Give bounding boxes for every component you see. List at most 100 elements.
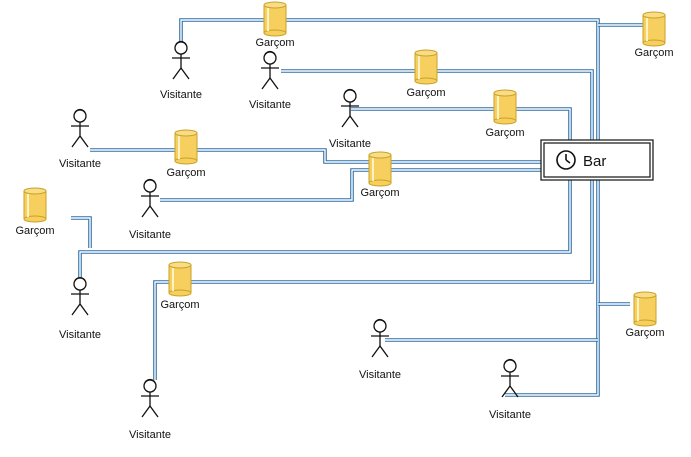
- visitor-node[interactable]: Visitante: [160, 40, 202, 102]
- waiter-top: [493, 89, 517, 97]
- waiter-node[interactable]: Garçom: [15, 187, 55, 237]
- waiter-node[interactable]: Garçom: [634, 11, 674, 59]
- visitor-hair: [74, 108, 86, 113]
- visitor-leg-right: [79, 135, 89, 148]
- waiter-top: [168, 261, 192, 269]
- waiter-top: [414, 49, 438, 57]
- visitor-leg-right: [149, 405, 159, 418]
- visitor-label: Visitante: [59, 329, 101, 341]
- visitor-hair: [74, 276, 86, 281]
- waiter-label: Garçom: [625, 327, 664, 339]
- waiter-top: [633, 291, 657, 299]
- visitor-node[interactable]: Visitante: [329, 88, 371, 151]
- connector-line: [351, 107, 572, 147]
- visitor-leg-left: [172, 67, 182, 80]
- visitor-leg-left: [71, 135, 81, 148]
- waiter-bottom: [642, 39, 666, 47]
- waiter-node[interactable]: Garçom: [485, 89, 525, 139]
- visitor-label: Visitante: [160, 89, 202, 101]
- waiter-label: Garçom: [406, 87, 445, 99]
- waiter-top: [23, 187, 47, 195]
- waiter-top: [174, 129, 198, 137]
- visitor-hair: [264, 50, 276, 55]
- connector-line: [71, 216, 92, 248]
- bar-node[interactable]: Bar: [540, 139, 654, 181]
- connector-line-inner: [79, 172, 571, 278]
- waiter-node[interactable]: Garçom: [360, 151, 400, 199]
- visitor-label: Visitante: [129, 229, 171, 241]
- connector-line-inner: [180, 19, 599, 396]
- connector-line-inner: [351, 108, 571, 146]
- visitor-leg-left: [371, 345, 381, 358]
- visitor-leg-right: [149, 205, 159, 218]
- waiter-label: Garçom: [255, 37, 294, 49]
- waiters: GarçomGarçomGarçomGarçomGarçomGarçomGarç…: [15, 1, 674, 339]
- waiter-bottom: [263, 29, 287, 37]
- connector-line: [153, 180, 594, 380]
- waiter-label: Garçom: [485, 127, 524, 139]
- waiter-label: Garçom: [360, 187, 399, 199]
- visitor-node[interactable]: Visitante: [59, 276, 101, 342]
- visitor-leg-right: [269, 77, 279, 90]
- visitor-hair: [374, 318, 386, 323]
- visitors: VisitanteVisitanteVisitanteVisitanteVisi…: [59, 40, 531, 442]
- waiter-bottom: [168, 289, 192, 297]
- connector-line-inner: [71, 217, 91, 248]
- visitor-node[interactable]: Visitante: [489, 358, 531, 422]
- visitor-leg-right: [79, 303, 89, 316]
- visitor-hair: [344, 88, 356, 93]
- visitor-hair: [175, 40, 187, 45]
- visitor-node[interactable]: Visitante: [129, 378, 171, 442]
- visitor-leg-left: [261, 77, 271, 90]
- visitor-label: Visitante: [489, 409, 531, 421]
- visitor-label: Visitante: [359, 369, 401, 381]
- bar-label: Bar: [583, 153, 606, 170]
- visitor-leg-left: [141, 405, 151, 418]
- connector-line-inner: [160, 169, 541, 201]
- visitor-label: Visitante: [249, 99, 291, 111]
- waiter-top: [263, 1, 287, 9]
- visitor-label: Visitante: [329, 138, 371, 150]
- waiter-bottom: [633, 319, 657, 327]
- visitor-leg-right: [349, 115, 359, 128]
- visitor-leg-left: [501, 385, 511, 398]
- connector-line-inner: [90, 149, 541, 163]
- visitor-node[interactable]: Visitante: [59, 108, 101, 171]
- visitor-hair: [144, 378, 156, 383]
- waiter-node[interactable]: Garçom: [406, 49, 446, 99]
- visitor-node[interactable]: Visitante: [249, 50, 291, 112]
- waiter-bottom: [23, 215, 47, 223]
- clock-icon: [556, 150, 576, 170]
- visitor-label: Visitante: [59, 158, 101, 170]
- waiter-node[interactable]: Garçom: [625, 291, 665, 339]
- visitor-leg-right: [180, 67, 190, 80]
- waiter-node[interactable]: Garçom: [255, 1, 295, 49]
- waiter-label: Garçom: [166, 167, 205, 179]
- waiter-bottom: [368, 179, 392, 187]
- connectors: [71, 18, 643, 397]
- visitor-label: Visitante: [129, 429, 171, 441]
- connector-line: [90, 148, 541, 164]
- waiter-top: [368, 151, 392, 159]
- waiter-label: Garçom: [160, 299, 199, 311]
- connector-line: [160, 168, 541, 202]
- waiter-node[interactable]: Garçom: [166, 129, 206, 179]
- visitor-leg-left: [141, 205, 151, 218]
- waiter-top: [642, 11, 666, 19]
- visitor-leg-left: [341, 115, 351, 128]
- waiter-bottom: [493, 117, 517, 125]
- visitor-node[interactable]: Visitante: [129, 178, 171, 242]
- waiter-node[interactable]: Garçom: [160, 261, 200, 311]
- waiter-label: Garçom: [15, 225, 54, 237]
- visitor-leg-left: [71, 303, 81, 316]
- waiter-bottom: [174, 157, 198, 165]
- waiter-bottom: [414, 77, 438, 85]
- visitor-leg-right: [509, 385, 519, 398]
- visitor-leg-right: [379, 345, 389, 358]
- visitor-node[interactable]: Visitante: [359, 318, 401, 382]
- visitor-hair: [504, 358, 516, 363]
- waiter-label: Garçom: [634, 47, 673, 59]
- visitor-hair: [144, 178, 156, 183]
- connector-line-inner: [154, 180, 593, 380]
